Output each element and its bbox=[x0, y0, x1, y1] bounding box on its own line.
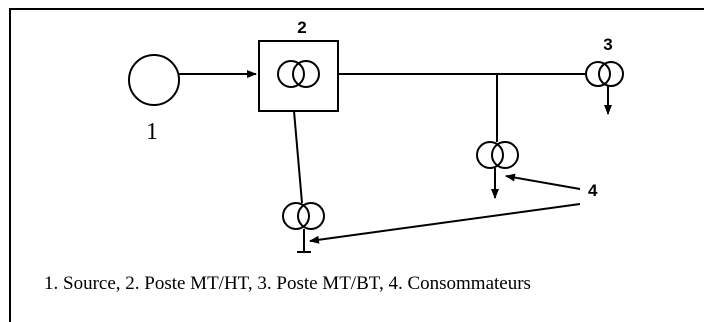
consumer-pointer-bottom bbox=[309, 203, 581, 244]
bottom-branch-line bbox=[293, 110, 303, 204]
poste-mt-ht-box bbox=[258, 40, 339, 112]
frame-border bbox=[9, 8, 704, 322]
poste-mt-ht-transformer-icon bbox=[277, 60, 320, 88]
bottom-transformer-icon bbox=[282, 202, 325, 230]
poste-mt-bt-transformer-icon bbox=[585, 61, 624, 87]
middle-transformer-icon bbox=[476, 141, 519, 169]
consumers-number-label: 4 bbox=[588, 181, 598, 200]
consumer-pointer-middle bbox=[505, 173, 581, 190]
legend-caption: 1. Source, 2. Poste MT/HT, 3. Poste MT/B… bbox=[44, 273, 531, 294]
poste-mt-ht-number-label: 2 bbox=[297, 18, 306, 37]
poste-mt-bt-number-label: 3 bbox=[603, 35, 612, 54]
source-circle bbox=[128, 54, 180, 106]
source-number-label: 1 bbox=[146, 119, 158, 145]
